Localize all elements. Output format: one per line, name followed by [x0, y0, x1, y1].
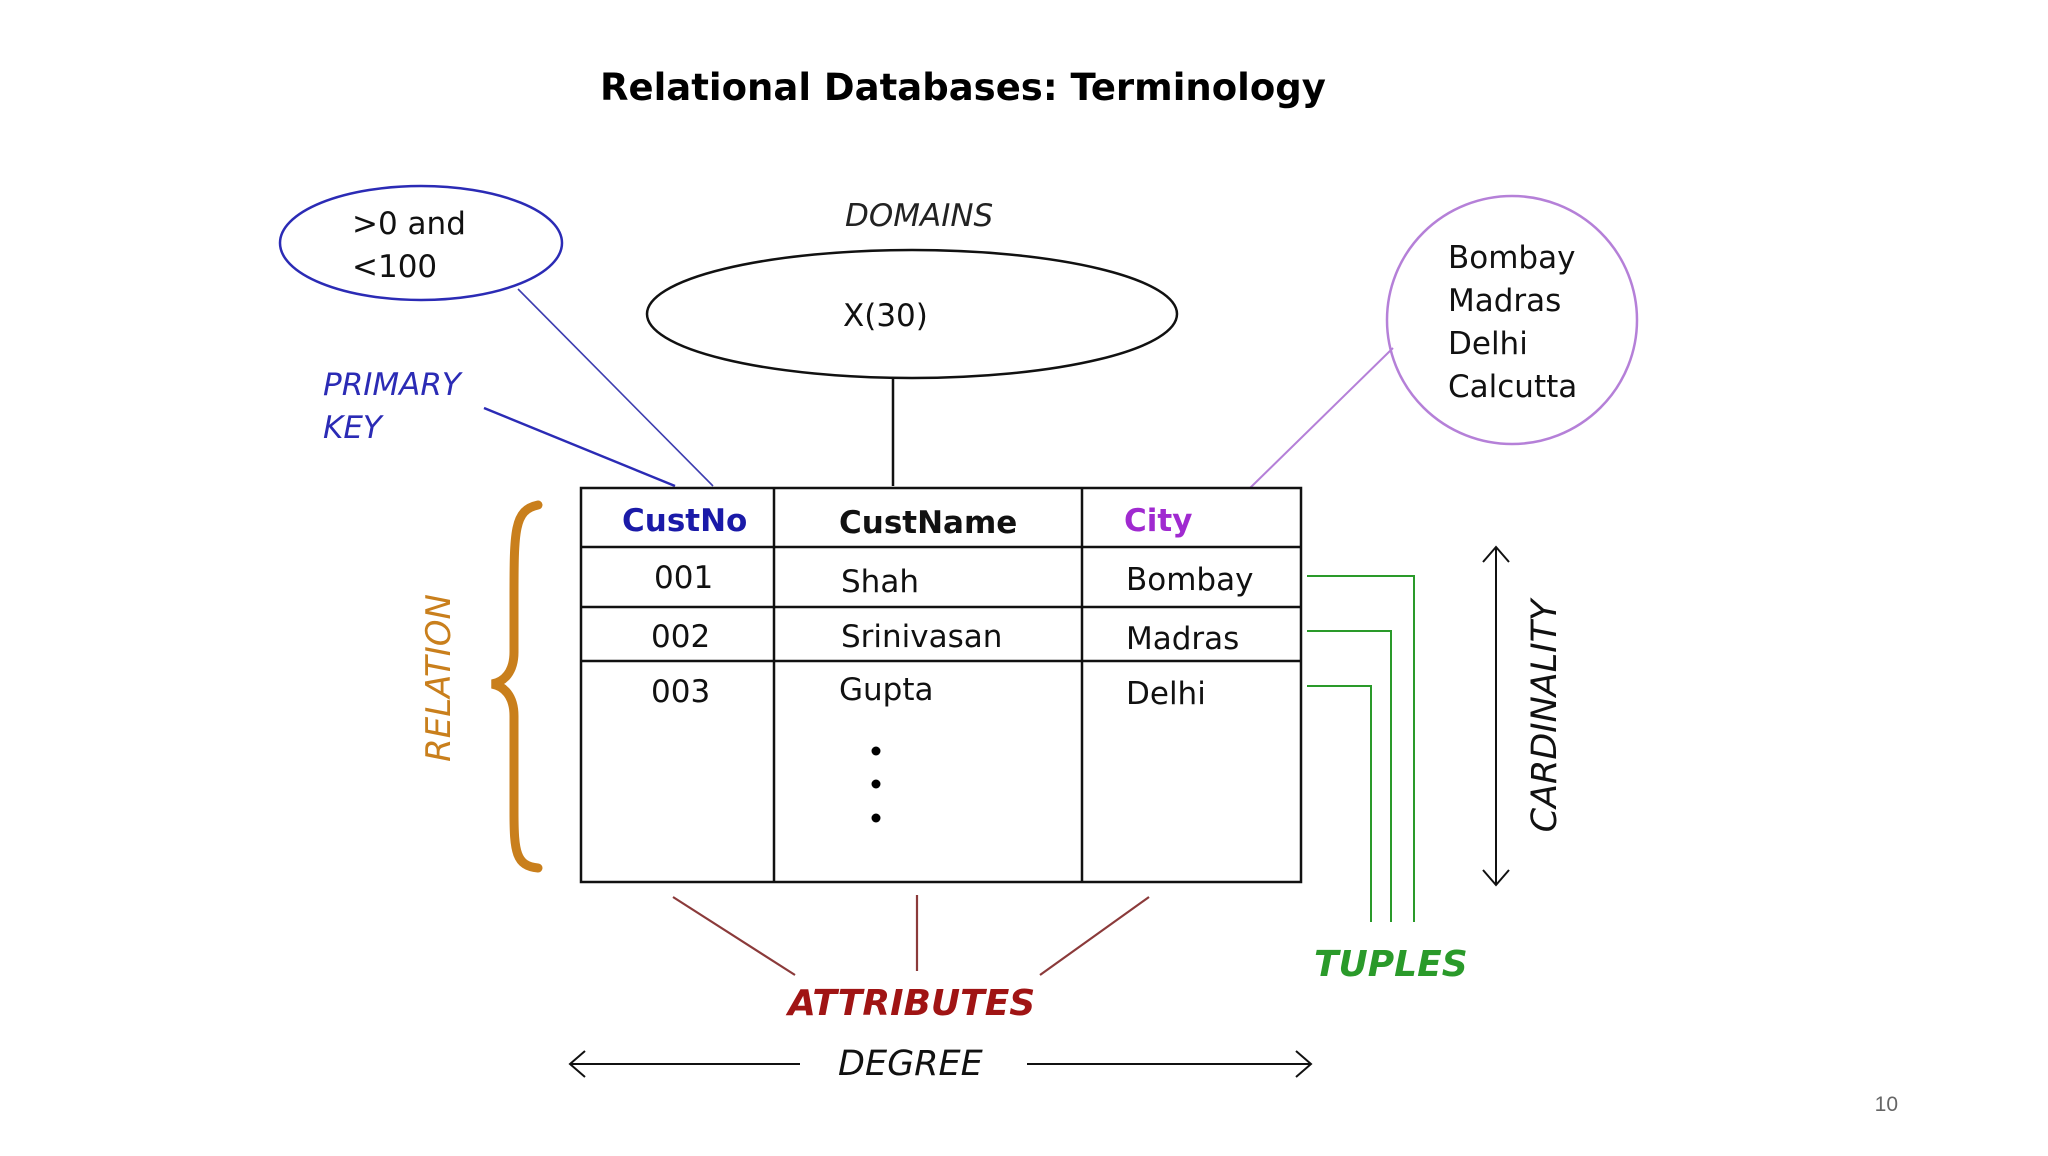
table-cell: Shah: [841, 564, 919, 600]
degree-label: DEGREE: [838, 1044, 984, 1084]
attributes-label: ATTRIBUTES: [785, 983, 1035, 1024]
relation-table: CustNo CustName City 001 Shah Bombay 002…: [579, 486, 1303, 884]
cardinality-label: CARDINALITY: [1525, 597, 1565, 832]
table-cell: Srinivasan: [841, 619, 1002, 655]
attribute-connector: [672, 896, 796, 976]
domain-value: X(30): [843, 298, 928, 334]
table-cell: Gupta: [839, 672, 934, 708]
ellipsis-dot: [871, 813, 881, 823]
column-header-custno: CustNo: [622, 503, 747, 539]
city-option: Calcutta: [1448, 369, 1577, 405]
primary-key-label-line1: PRIMARY: [323, 367, 463, 403]
range-domain-connector: [517, 288, 714, 487]
page-number: 10: [1874, 1093, 1898, 1116]
column-header-custname: CustName: [839, 505, 1017, 541]
range-domain-ellipse: [278, 184, 564, 302]
ellipsis-dot: [871, 746, 881, 756]
range-domain-line1: >0 and: [352, 206, 466, 242]
relation-label: RELATION: [419, 594, 459, 762]
primary-key-label-line2: KEY: [323, 410, 384, 446]
table-cell: Bombay: [1126, 562, 1253, 598]
tuple-connector: [1307, 575, 1415, 922]
table-cell: 002: [651, 619, 710, 655]
cities-domain-ellipse: [1385, 194, 1639, 446]
diagram-title: Relational Databases: Terminology: [600, 66, 1326, 109]
primary-key-connector: [483, 406, 676, 488]
column-header-city: City: [1124, 503, 1192, 539]
city-option: Bombay: [1448, 240, 1575, 276]
table-cell: 003: [651, 674, 710, 710]
table-cell: 001: [654, 560, 713, 596]
degree-arrow: [568, 1050, 1313, 1078]
domain-ellipse: [645, 248, 1179, 380]
cardinality-arrow: [1482, 545, 1510, 887]
cities-domain-connector: [1249, 347, 1394, 489]
city-option: Madras: [1448, 283, 1561, 319]
tuples-label: TUPLES: [1314, 944, 1468, 985]
ellipsis-dot: [871, 779, 881, 789]
relation-brace: [490, 500, 543, 873]
table-cell: Delhi: [1126, 676, 1206, 712]
attribute-connector: [1039, 896, 1150, 976]
tuple-connector: [1307, 630, 1392, 922]
domains-label: DOMAINS: [845, 198, 993, 234]
tuple-connector: [1307, 685, 1372, 922]
range-domain-line2: <100: [352, 249, 437, 285]
city-option: Delhi: [1448, 326, 1528, 362]
table-cell: Madras: [1126, 621, 1239, 657]
